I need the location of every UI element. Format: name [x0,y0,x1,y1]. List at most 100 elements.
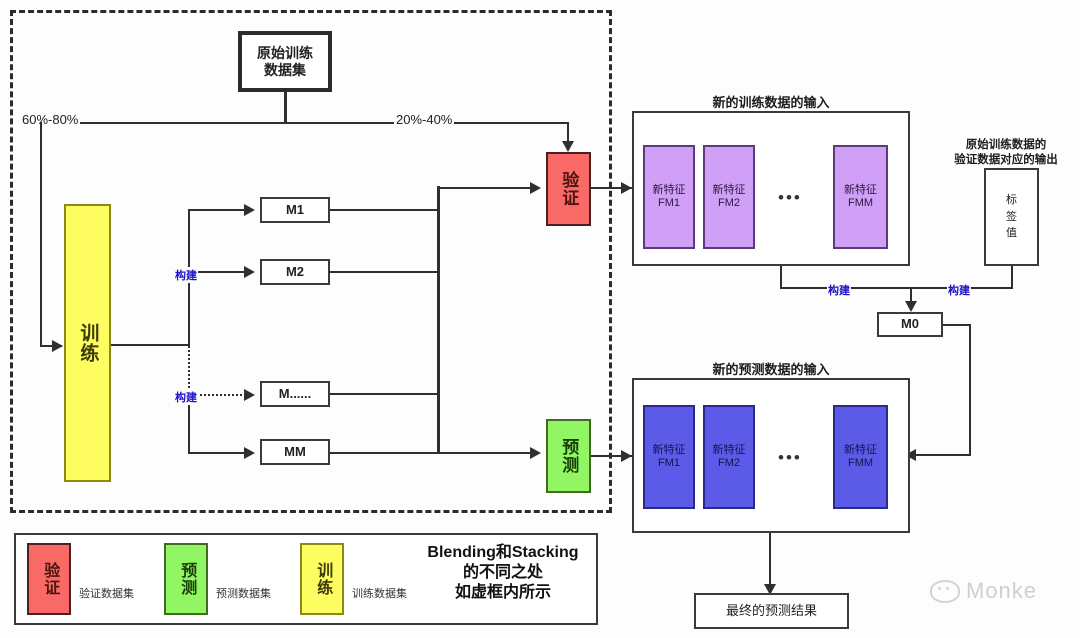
train-feature-fmm-line1: 新特征 [844,184,877,197]
watermark: Monke [930,578,1037,604]
predict-input-arrowhead-icon [530,447,541,459]
legend-swatch-validate-label: 验证 [41,562,59,596]
model-label-mdots: M...... [278,385,312,401]
predict-feature-fmm-line2: FMM [847,457,874,469]
build-label-1: 构建 [174,267,198,283]
train-panel-title: 新的训练数据的输入 [712,95,830,110]
meta-model-label: M0 [900,316,920,332]
validate-branch-vline [567,122,569,145]
train-feature-fm1-line2: FM1 [658,197,680,209]
model-arrowhead-icon-2 [244,266,255,278]
m0-input-vline [910,287,912,305]
validate-to-panel-line [591,187,632,189]
predict-feature-box-fm1: 新特征 FM1 [643,405,695,509]
legend-caption-train: 训练数据集 [352,588,407,600]
validate-stage-box: 验证 [546,152,591,226]
predict-stage-box: 预测 [546,419,591,493]
validate-arrowhead-icon [562,141,574,152]
validate-stage-label: 验证 [559,171,579,207]
label-value-box: 标 签 值 [984,168,1039,266]
predict-feature-box-fmm: 新特征 FMM [833,405,888,509]
legend-swatch-predict: 预测 [164,543,208,615]
legend-swatch-train: 训练 [300,543,344,615]
predict-feature-fm2-line2: FM2 [718,457,740,469]
train-feature-box-fmm: 新特征 FMM [833,145,888,249]
train-feature-fm2-line2: FM2 [718,197,740,209]
model-branch-line-2 [188,271,246,273]
model-out-line-2 [330,271,438,273]
final-result-label: 最终的预测结果 [725,602,817,618]
train-panel-arrowhead-icon [621,182,632,194]
train-arrowhead-icon [52,340,63,352]
build-label-2: 构建 [174,389,198,405]
predict-feature-fm2-line1: 新特征 [712,444,746,457]
final-result-arrowhead-icon [764,584,776,595]
legend-caption-validate: 验证数据集 [79,588,134,600]
wechat-icon [930,579,960,603]
legend-swatch-validate: 验证 [27,543,71,615]
train-branch-vline [40,122,42,346]
model-branch-line-3 [188,394,246,396]
model-box-mdots: M...... [260,381,330,407]
model-box-m1: M1 [260,197,330,223]
predict-feature-fm1-line1: 新特征 [652,444,686,457]
model-fanout-vline-bottom [188,396,190,453]
legend-note: Blending和Stacking 的不同之处 如虚框内所示 [427,544,579,601]
train-panel-ellipsis: ••• [778,188,802,207]
meta-model-box-m0: M0 [877,312,943,337]
predict-panel-title: 新的预测数据的输入 [712,362,830,377]
m0-out-hline [943,324,971,326]
train-panel-out-vline [780,266,782,288]
model-branch-line-4 [188,452,246,454]
train-feature-fm2-line1: 新特征 [712,184,746,197]
label-panel-title: 原始训练数据的 验证数据对应的输出 [954,138,1058,167]
model-label-mm: MM [284,443,306,459]
collector-to-validate-line [437,187,532,189]
train-output-line [111,344,189,346]
dataset-stem-line [284,92,287,123]
model-arrowhead-icon-3 [244,389,255,401]
model-box-mm: MM [260,439,330,465]
model-label-m1: M1 [285,201,305,217]
predict-to-panel-line [591,455,632,457]
train-stage-label: 训练 [77,323,99,363]
predict-feature-fmm-line1: 新特征 [844,444,877,457]
watermark-text: Monke [966,578,1038,603]
model-arrowhead-icon-1 [244,204,255,216]
original-dataset-label: 原始训练 数据集 [257,45,313,78]
m0-out-vline [969,324,971,455]
model-collector-vline [437,186,440,454]
legend-swatch-train-label: 训练 [314,562,332,596]
predict-feature-box-fm2: 新特征 FM2 [703,405,755,509]
split-bus-line [40,122,568,124]
model-out-line-4 [330,452,438,454]
predict-stage-label: 预测 [559,438,579,474]
legend-caption-predict: 预测数据集 [216,588,271,600]
train-branch-hline [40,345,62,347]
m0-to-predict-panel-hline [916,454,971,456]
train-stage-box: 训练 [64,204,111,482]
predict-panel-ellipsis: ••• [778,448,802,467]
dashed-difference-region [10,10,612,513]
collector-to-predict-line [437,452,532,454]
label-panel-out-vline [1011,266,1013,288]
predict-panel-feedback-arrowhead-icon [905,449,916,461]
model-out-line-3 [330,393,438,395]
build-label-3: 构建 [827,282,851,298]
train-feature-fmm-line2: FMM [847,197,874,209]
model-box-m2: M2 [260,259,330,285]
label-value-text: 标 签 值 [1006,194,1017,240]
model-out-line-1 [330,209,438,211]
model-branch-line-1 [188,209,246,211]
final-result-vline [769,533,771,588]
predict-feature-fm1-line2: FM1 [658,457,680,469]
final-result-box: 最终的预测结果 [694,593,849,629]
train-feature-fm1-line1: 新特征 [652,184,686,197]
train-split-label: 60%-80% [20,112,81,127]
train-feature-box-fm1: 新特征 FM1 [643,145,695,249]
predict-panel-arrowhead-icon [621,450,632,462]
original-dataset-box: 原始训练 数据集 [238,31,332,92]
model-label-m2: M2 [285,263,305,279]
model-fanout-vline-dotted [188,346,190,396]
